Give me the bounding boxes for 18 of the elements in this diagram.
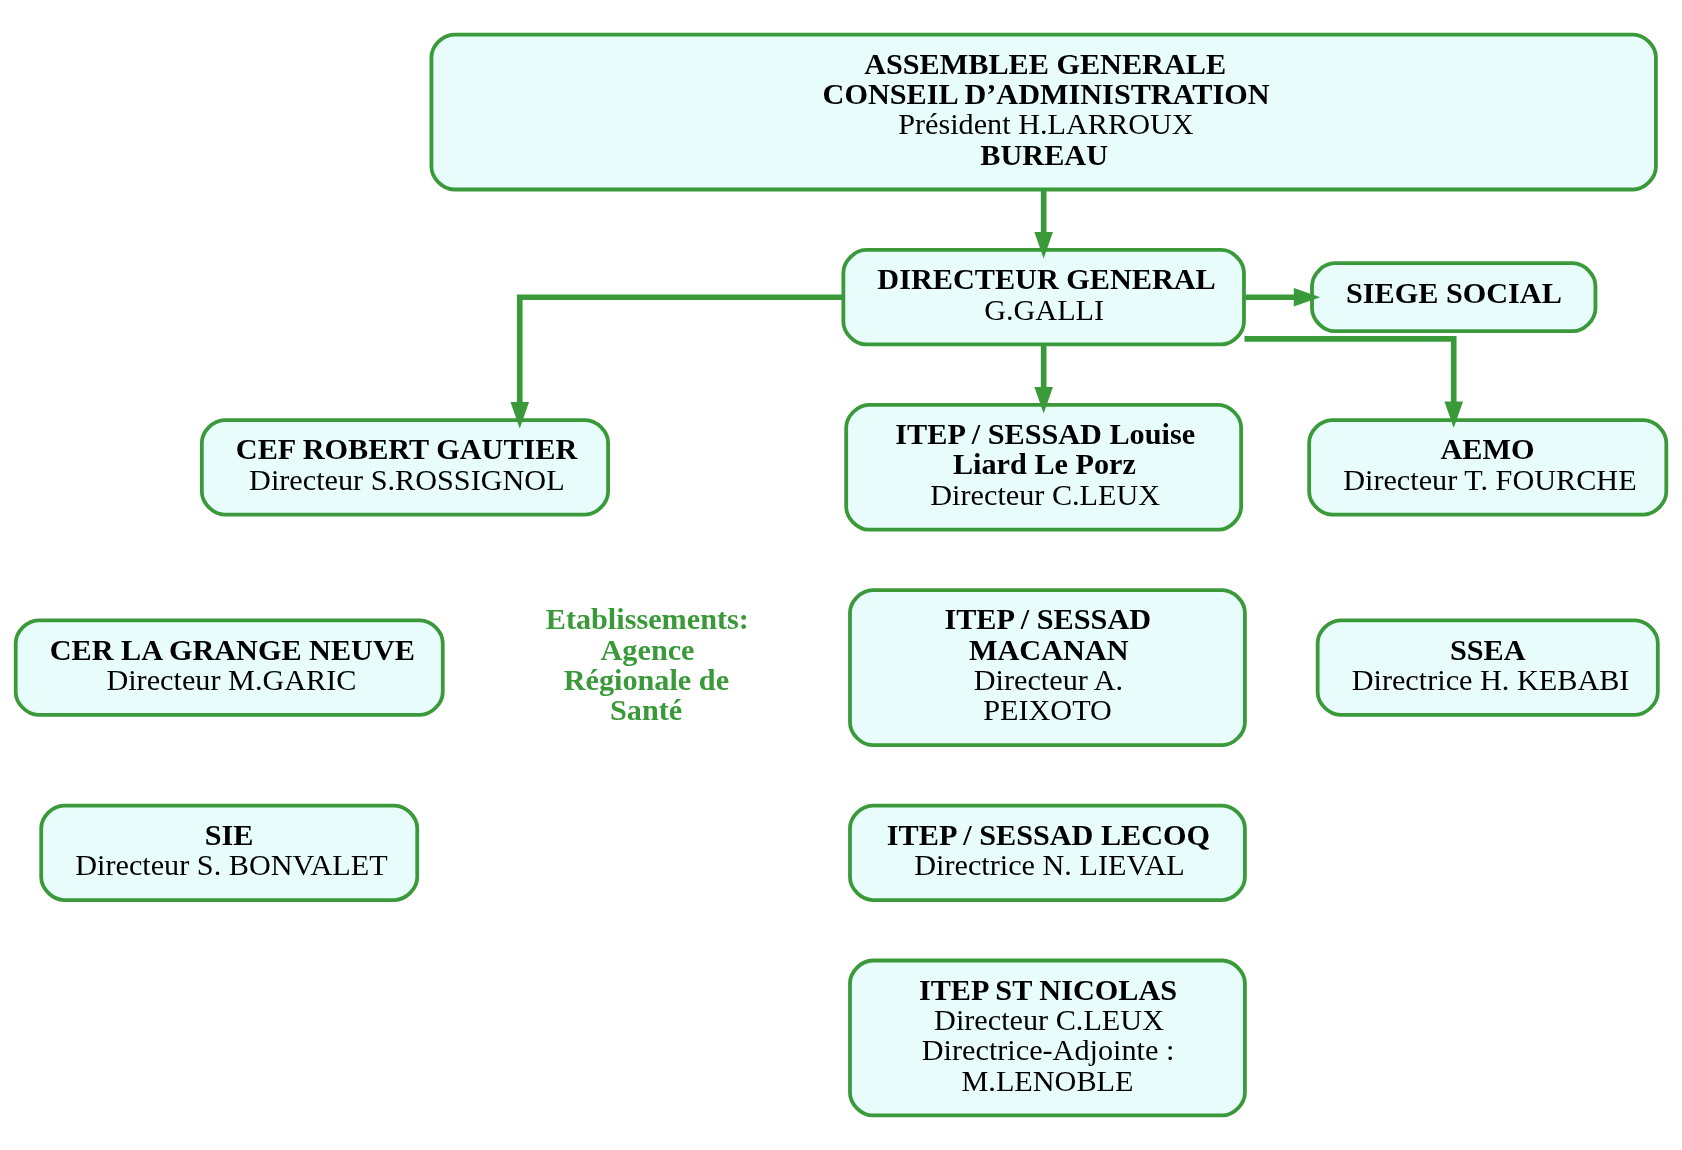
arrow — [1034, 344, 1053, 414]
node-box: SIE Directeur S. BONVALET — [39, 803, 420, 902]
node-box: ASSEMBLEE GENERALE CONSEIL D’ADMINISTRATION Président H.LARROUX BUREAU — [429, 32, 1658, 192]
label: Etablissements: Agence Régionale de Santé — [545, 602, 749, 728]
arrow — [510, 294, 844, 429]
node-box: CER LA GRANGE NEUVE Directeur M.GARIC — [13, 618, 445, 717]
arrow — [1034, 190, 1053, 259]
node-box: DIRECTEUR GENERAL G.GALLI — [841, 248, 1246, 347]
node-box: ITEP / SESSAD LECOQ Directrice N. LIEVAL — [848, 803, 1247, 902]
node-box: SIEGE SOCIAL — [1310, 261, 1598, 334]
arrow — [1244, 287, 1321, 307]
node-box: AEMO Directeur T. FOURCHE — [1307, 418, 1669, 517]
node-box: ITEP / SESSAD Louise Liard Le Porz Directeur C.LEUX — [844, 403, 1244, 532]
node-box: CEF ROBERT GAUTIER Directeur S.ROSSIGNOL — [199, 418, 610, 517]
node-box: SSEA Directrice H. KEBABI — [1315, 618, 1660, 717]
arrow — [1244, 335, 1463, 428]
node-box: ITEP / SESSAD MACANAN Directeur A. PEIXOTO — [848, 588, 1247, 747]
node-box: ITEP ST NICOLAS Directeur C.LEUX Directrice-Adjointe : M.LENOBLE — [848, 958, 1247, 1118]
